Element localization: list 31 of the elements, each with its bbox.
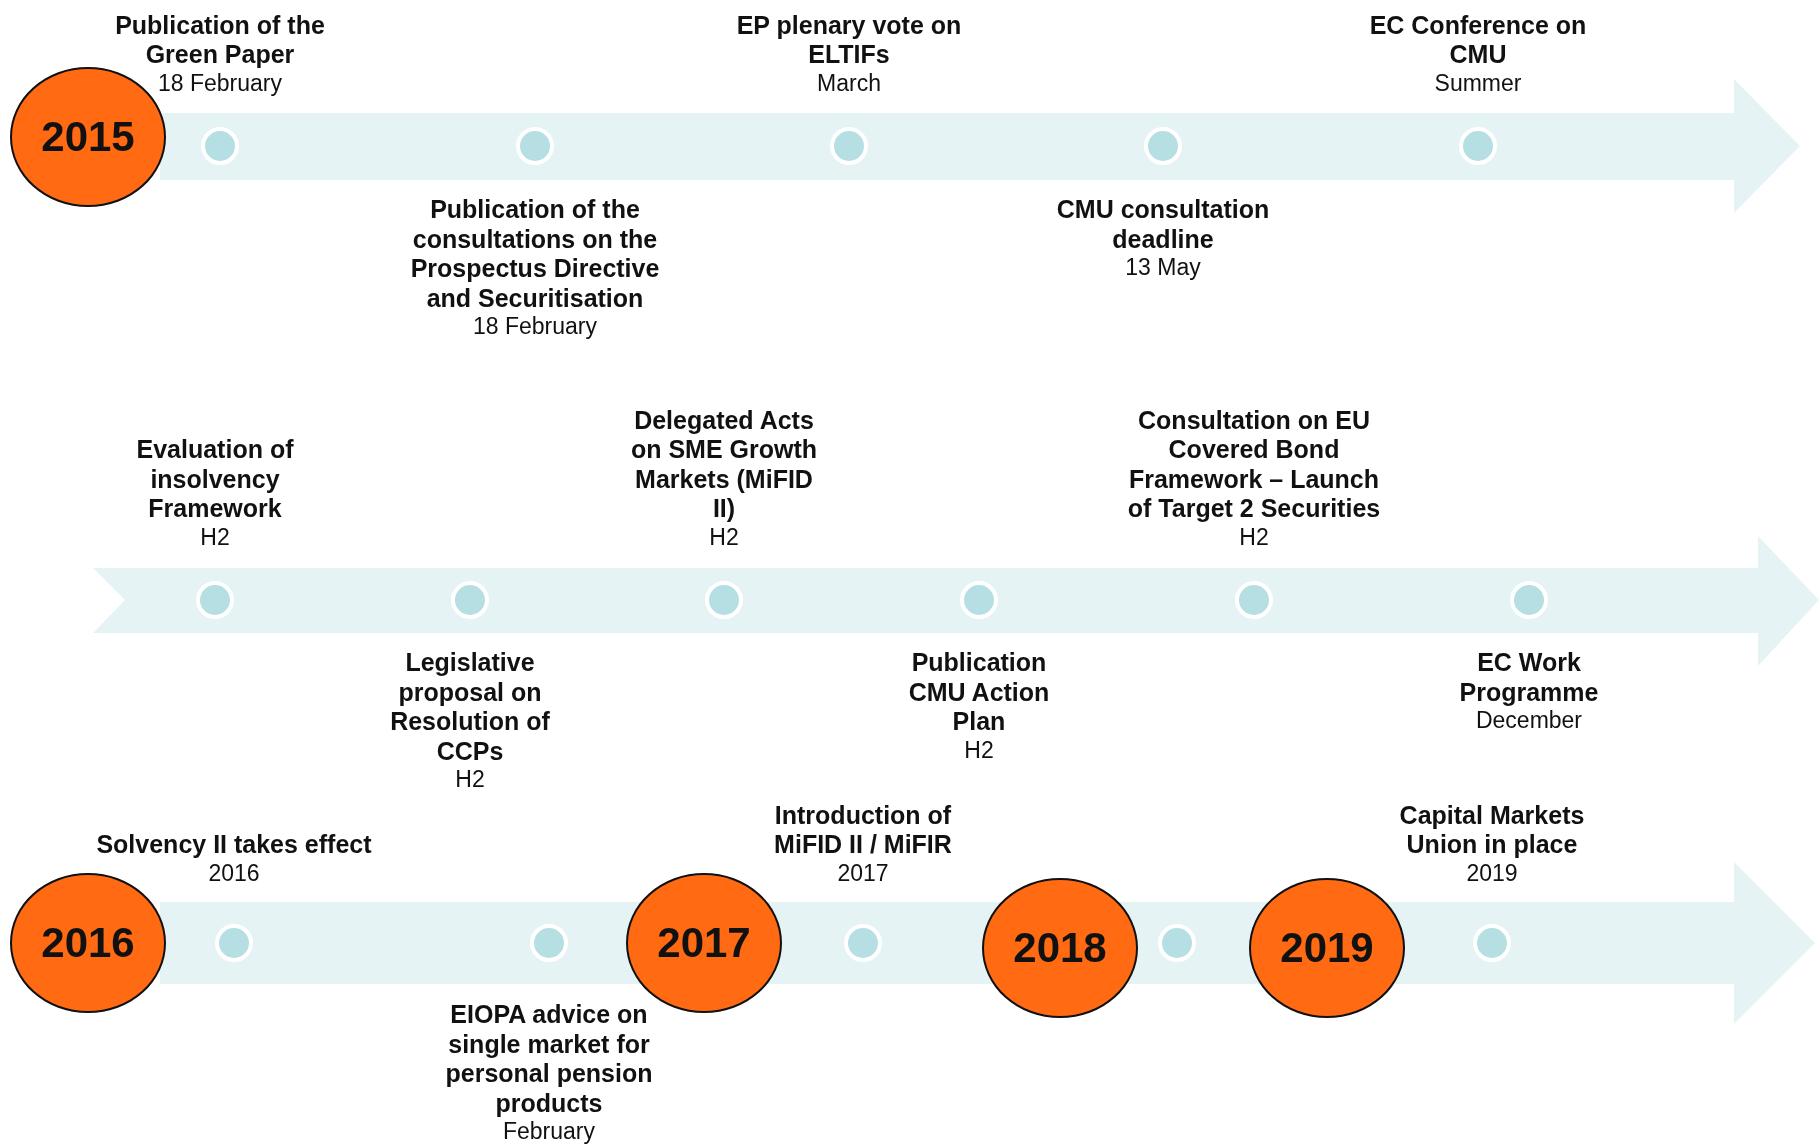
- event-title: CMU consultation deadline: [1055, 195, 1271, 254]
- event-title: Introduction of MiFID II / MiFIR: [773, 800, 953, 860]
- event-date: 2017: [836, 859, 890, 886]
- event-date: 2019: [1465, 859, 1519, 886]
- event-title: Delegated Acts on SME Growth Markets (MiFID II): [629, 405, 819, 524]
- event-title: Legislative proposal on Resolution of CCPs: [389, 648, 551, 766]
- year-circle: 2018: [982, 878, 1138, 1018]
- year-circle: 2019: [1249, 878, 1405, 1018]
- event-date: H2: [963, 736, 995, 763]
- event-title: Consultation on EU Covered Bond Framework – Launch of Target 2 Securities: [1126, 405, 1382, 524]
- event-date: H2: [1238, 523, 1270, 550]
- event-date: March: [816, 69, 882, 96]
- event-title: Solvency II takes effect: [95, 830, 373, 860]
- event-date: December: [1474, 707, 1584, 734]
- event-date: February: [501, 1118, 596, 1145]
- event-title: Publication of the consultations on the Prospectus Directive and Securitisation: [409, 195, 661, 313]
- event-title: Evaluation of insolvency Framework: [135, 435, 295, 524]
- event-title: Capital Markets Union in place: [1398, 800, 1586, 860]
- event-title: Publication of the Green Paper: [114, 10, 326, 70]
- event-title: EP plenary vote on ELTIFs: [735, 10, 963, 70]
- event-title: Publication CMU Action Plan: [907, 648, 1051, 737]
- event-date: 13 May: [1124, 254, 1202, 281]
- event-date: H2: [454, 766, 486, 793]
- event-date: H2: [199, 523, 231, 550]
- year-circle: 2016: [10, 873, 166, 1013]
- event-date: H2: [708, 523, 740, 550]
- event-date: Summer: [1433, 69, 1523, 96]
- event-date: 2016: [207, 859, 261, 886]
- event-title: EC Work Programme: [1458, 648, 1600, 707]
- event-title: EC Conference on CMU: [1368, 10, 1588, 70]
- event-date: 18 February: [472, 313, 598, 340]
